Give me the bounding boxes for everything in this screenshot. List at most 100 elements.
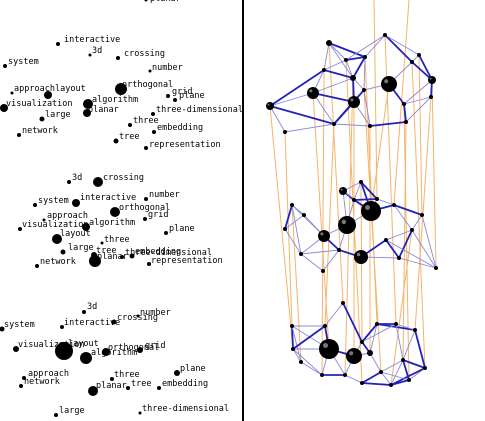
word-node-dot[interactable] xyxy=(19,384,23,388)
layered-graph-panel[interactable] xyxy=(244,0,485,421)
graph-node[interactable] xyxy=(368,124,372,128)
word-node-dot[interactable] xyxy=(137,347,143,353)
word-node-dot[interactable] xyxy=(89,255,101,267)
word-node-dot[interactable] xyxy=(136,314,140,318)
graph-node[interactable] xyxy=(429,95,433,99)
word-node-dot[interactable] xyxy=(17,133,21,137)
word-node-dot[interactable] xyxy=(157,386,161,390)
word-node-dot[interactable] xyxy=(111,319,117,325)
graph-node[interactable] xyxy=(394,322,398,326)
word-node-dot[interactable] xyxy=(72,199,80,207)
word-node-dot[interactable] xyxy=(56,42,60,46)
word-node-dot[interactable] xyxy=(115,83,127,95)
graph-node[interactable] xyxy=(283,227,287,231)
graph-node[interactable] xyxy=(350,75,356,81)
word-node-dot[interactable] xyxy=(166,94,170,98)
word-node-dot[interactable] xyxy=(44,91,52,99)
graph-node[interactable] xyxy=(420,213,424,217)
graph-node[interactable] xyxy=(401,358,405,362)
word-node-dot[interactable] xyxy=(148,69,152,73)
graph-node[interactable] xyxy=(299,252,303,256)
graph-node[interactable] xyxy=(337,248,341,252)
graph-node[interactable] xyxy=(339,187,347,195)
graph-node[interactable] xyxy=(384,238,388,242)
word-node-dot[interactable] xyxy=(42,218,46,222)
graph-node[interactable] xyxy=(323,324,327,328)
graph-node[interactable] xyxy=(423,366,427,370)
graph-node[interactable] xyxy=(410,60,414,64)
graph-node[interactable] xyxy=(434,266,438,270)
graph-node[interactable] xyxy=(352,198,356,202)
word-node-dot[interactable] xyxy=(174,370,180,376)
graph-node[interactable] xyxy=(375,197,379,201)
word-node-dot[interactable] xyxy=(100,241,104,245)
word-node-dot[interactable] xyxy=(173,98,177,102)
graph-node[interactable] xyxy=(307,87,319,99)
graph-node[interactable] xyxy=(299,360,303,364)
graph-node[interactable] xyxy=(402,102,406,106)
graph-node[interactable] xyxy=(379,370,383,374)
graph-node[interactable] xyxy=(389,383,393,387)
word-node-dot[interactable] xyxy=(35,264,39,268)
word-node-dot[interactable] xyxy=(33,203,37,207)
panel-divider[interactable] xyxy=(242,0,244,421)
word-node-dot[interactable] xyxy=(144,146,148,150)
graph-node[interactable] xyxy=(428,76,436,84)
graph-node[interactable] xyxy=(417,53,421,57)
graph-node[interactable] xyxy=(410,228,414,232)
word-node-dot[interactable] xyxy=(116,56,120,60)
graph-node[interactable] xyxy=(326,40,332,46)
graph-node[interactable] xyxy=(360,340,364,344)
graph-node[interactable] xyxy=(404,120,408,124)
word-node-dot[interactable] xyxy=(138,411,142,415)
graph-node[interactable] xyxy=(283,130,287,134)
word-node-dot[interactable] xyxy=(18,227,22,231)
word-node-dot[interactable] xyxy=(144,0,148,2)
word-node-dot[interactable] xyxy=(129,253,135,259)
graph-node[interactable] xyxy=(290,324,294,328)
graph-node[interactable] xyxy=(341,301,345,305)
word-node-dot[interactable] xyxy=(13,346,19,352)
word-node-dot[interactable] xyxy=(82,310,86,314)
word-node-dot[interactable] xyxy=(82,223,90,231)
graph-node[interactable] xyxy=(383,33,387,37)
graph-node[interactable] xyxy=(354,250,368,264)
graph-node[interactable] xyxy=(367,350,373,356)
graph-node[interactable] xyxy=(338,216,356,234)
word-node-dot[interactable] xyxy=(3,64,7,68)
word-node-dot[interactable] xyxy=(143,217,147,221)
graph-node[interactable] xyxy=(361,201,381,221)
word-node-dot[interactable] xyxy=(120,255,124,259)
word-node-dot[interactable] xyxy=(54,413,58,417)
word-node-dot[interactable] xyxy=(126,386,130,390)
layered-graph-canvas[interactable] xyxy=(244,0,485,421)
word-node-dot[interactable] xyxy=(110,207,120,217)
word-node-dot[interactable] xyxy=(88,53,92,57)
graph-node[interactable] xyxy=(375,322,379,326)
word-node-dot[interactable] xyxy=(52,234,62,244)
word-node-dot[interactable] xyxy=(151,112,155,116)
word-node-dot[interactable] xyxy=(83,109,91,117)
graph-node[interactable] xyxy=(407,378,411,382)
word-node-dot[interactable] xyxy=(22,376,26,380)
graph-node[interactable] xyxy=(302,213,306,217)
word-node-dot[interactable] xyxy=(10,91,14,95)
graph-node[interactable] xyxy=(344,58,348,62)
graph-node[interactable] xyxy=(290,203,294,207)
word-node-dot[interactable] xyxy=(164,231,168,235)
word-node-dot[interactable] xyxy=(102,348,110,356)
graph-node[interactable] xyxy=(397,256,401,260)
graph-node[interactable] xyxy=(346,348,362,364)
graph-node[interactable] xyxy=(343,373,347,377)
graph-node[interactable] xyxy=(291,347,295,351)
graph-node[interactable] xyxy=(362,88,366,92)
word-node-dot[interactable] xyxy=(60,325,64,329)
graph-node[interactable] xyxy=(320,373,324,377)
graph-node[interactable] xyxy=(322,68,326,72)
word-node-dot[interactable] xyxy=(80,352,92,364)
word-node-dot[interactable] xyxy=(0,104,8,112)
graph-node[interactable] xyxy=(266,102,274,110)
graph-node[interactable] xyxy=(321,269,325,273)
